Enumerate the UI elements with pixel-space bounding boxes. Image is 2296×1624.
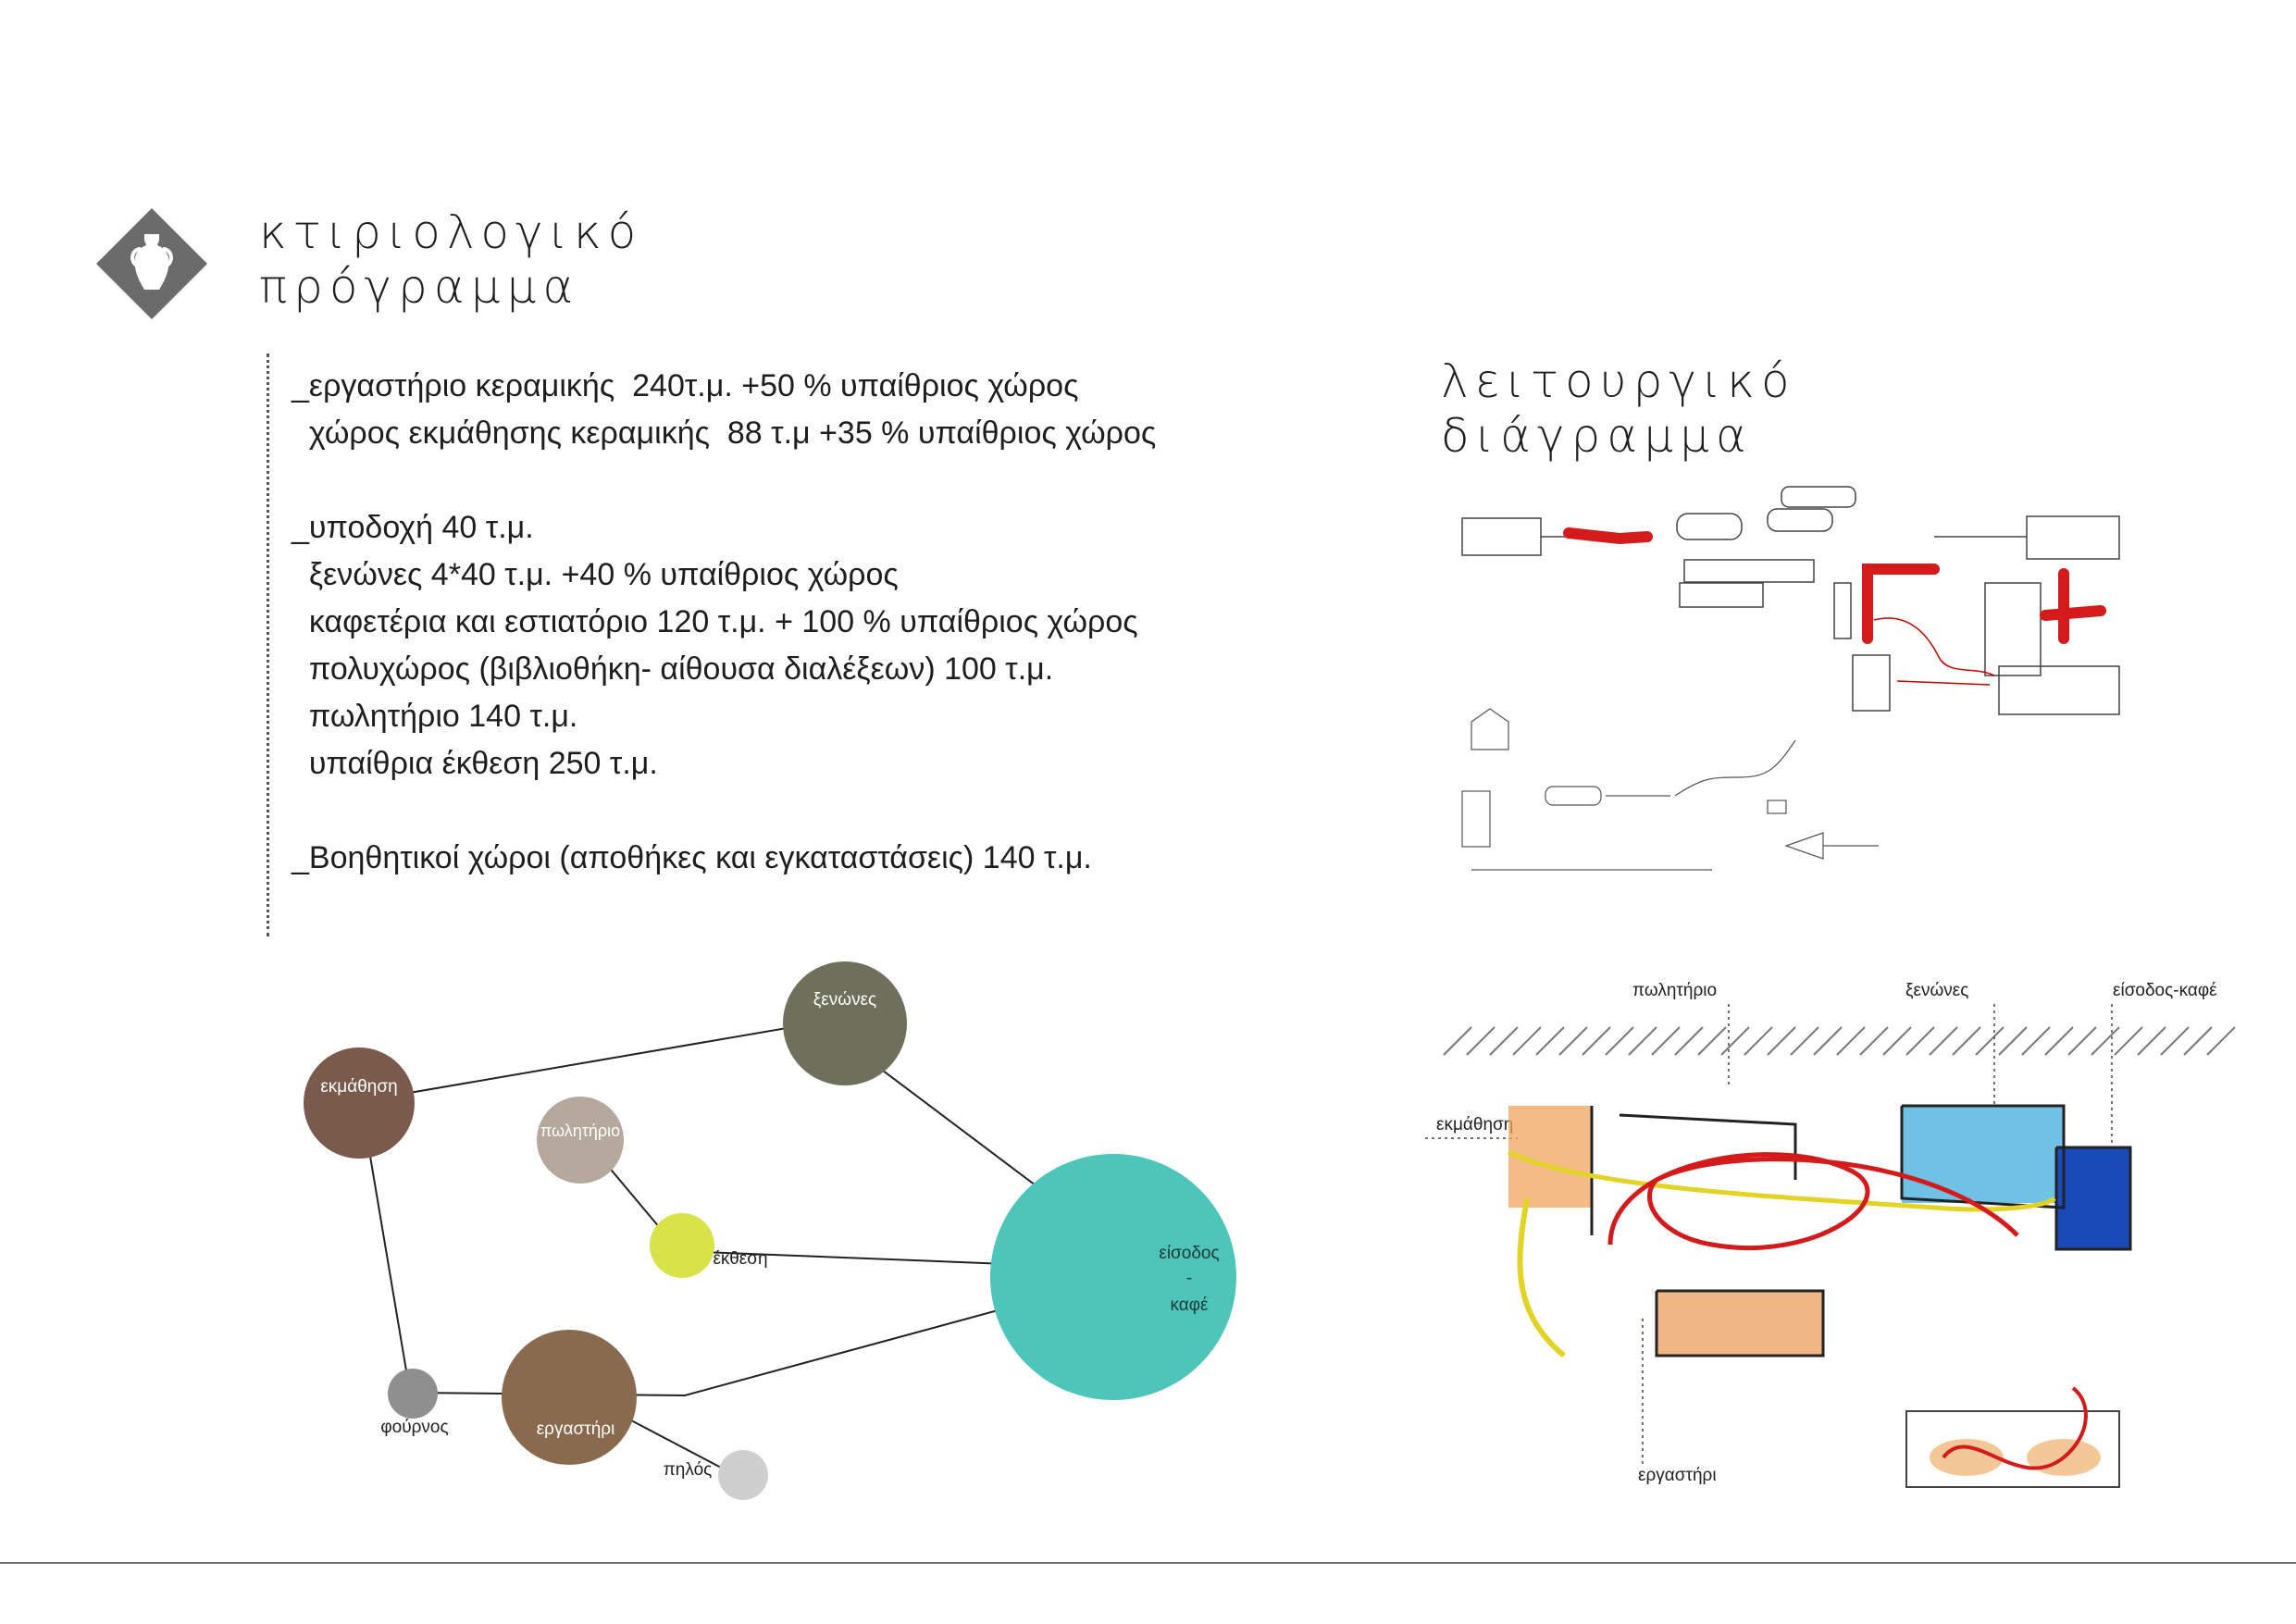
bubble-label-ergastiri: εργαστήρι: [537, 1419, 615, 1439]
program-title-line1: κτιριολογικό: [259, 205, 643, 259]
bubble-ekmathisi: [304, 1048, 415, 1159]
bubble-label-politirio: πωλητήριο: [540, 1122, 620, 1140]
sketch-yellow-path: [1507, 1149, 2056, 1212]
bubble-label-fournos: φούρνος: [380, 1418, 448, 1437]
sketch-box: [1676, 513, 1743, 540]
program-icon: [96, 208, 207, 319]
bubble-ergastiri: [502, 1330, 637, 1465]
program-line: ​: [292, 787, 1156, 835]
program-title: κτιριολογικό πρόγραμμα: [259, 205, 642, 315]
program-line: _Βοηθητικοί χώροι (αποθήκες και εγκαταστ…: [292, 840, 1092, 875]
sketch-box: [1984, 582, 2042, 676]
program-title-line2: πρόγραμμα: [259, 260, 580, 314]
bubble-label-xenones: ξενώνες: [813, 990, 876, 1010]
sketch-guides: [1425, 1004, 2113, 1467]
sketch-box: [1833, 582, 1852, 639]
program-line: ​: [292, 457, 1156, 504]
sketch-zone-xenones: [1902, 1106, 2064, 1203]
sketch-box: [1852, 654, 1891, 712]
program-line: υπαίθρια έκθεση 250 τ.μ.: [292, 746, 658, 781]
bubble-diagram: εκμάθηση ξενώνες πωλητήριο έκθεση είσοδο…: [304, 961, 1236, 1500]
sketch-kiln-path: [1942, 1386, 2088, 1470]
sketch-label-politirio: πωλητήριο: [1632, 981, 1718, 1000]
sketch-box: [1461, 517, 1542, 556]
bubble-eisodos: [990, 1154, 1236, 1400]
program-dotted-rule: [267, 353, 269, 936]
bubble-label-eisodos: είσοδος: [1159, 1244, 1219, 1263]
functional-title-line1: λειτουργικό: [1441, 354, 1796, 408]
sketch-red-paths: [1563, 527, 2106, 644]
sketch-label-eisodos-kafe: είσοδος-καφέ: [2113, 981, 2217, 1000]
program-line: _υποδοχή 40 τ.μ.: [292, 510, 534, 545]
functional-title: λειτουργικό διάγραμμα: [1441, 354, 1796, 464]
bubble-ekthesi: [650, 1213, 714, 1278]
program-line: _εργαστήριο κεραμικής 240τ.μ. +50 % υπαί…: [292, 368, 1079, 403]
amphora-icon: [96, 208, 207, 319]
bubble-pilos: [718, 1450, 768, 1500]
sketch-hatch-band: [1443, 1026, 2236, 1056]
program-line: χώρος εκμάθησης κεραμικής 88 τ.μ +35 % υ…: [292, 415, 1157, 451]
sketch-box: [1679, 582, 1764, 608]
sketch-lower-scribbles: [1461, 708, 1879, 871]
sketch-label-ergastiri: εργαστήρι: [1638, 1466, 1717, 1485]
program-list: _εργαστήριο κεραμικής 240τ.μ. +50 % υπαί…: [292, 363, 1156, 882]
sketch-kiln-zone: [1930, 1439, 2004, 1476]
sketch-yellow-path: [1517, 1197, 1566, 1358]
sketch-outlines: [1590, 1104, 2132, 1357]
bubble-label-ekmathisi: εκμάθηση: [320, 1077, 397, 1097]
sketch-top: [1461, 486, 2120, 871]
sketch-box: [1683, 559, 1815, 583]
program-line: πωλητήριο 140 τ.μ.: [292, 699, 578, 734]
sketch-label-ekmathisi: εκμάθηση: [1436, 1115, 1514, 1134]
sketch-box: [1998, 665, 2120, 715]
bubble-label-pilos: πηλός: [664, 1460, 713, 1480]
bubble-label-eisodos-sep: -: [1186, 1269, 1192, 1288]
bubble-label-kafe: καφέ: [1170, 1295, 1209, 1315]
sketch-box: [1781, 486, 1856, 508]
bubble-fournos: [388, 1369, 438, 1419]
sketch-zone-eisodos: [2056, 1147, 2130, 1249]
sketch-zone-ergastiri: [1657, 1291, 1823, 1356]
sketch-box: [1767, 508, 1833, 532]
connection-loop: [360, 1021, 1150, 1397]
bubble-label-ekthesi: έκθεση: [713, 1249, 767, 1269]
sketch-label-xenones: ξενώνες: [1905, 981, 1969, 1000]
functional-title-line2: διάγραμμα: [1441, 409, 1753, 463]
sketch-kiln-box: [1905, 1410, 2120, 1488]
bubble-xenones: [783, 961, 907, 1085]
bubble-politirio: [537, 1097, 624, 1184]
sketch-bottom: [1425, 1004, 2236, 1488]
program-line: καφετέρια και εστιατόριο 120 τ.μ. + 100 …: [292, 604, 1138, 639]
sketch-red-path: [1607, 1152, 2019, 1251]
page-bottom-rule: [0, 1562, 2296, 1564]
program-line: πολυχώρος (βιβλιοθήκη- αίθουσα διαλέξεων…: [292, 651, 1054, 687]
program-line: ξενώνες 4*40 τ.μ. +40 % υπαίθριος χώρος: [292, 557, 899, 592]
sketch-box: [2026, 515, 2120, 560]
